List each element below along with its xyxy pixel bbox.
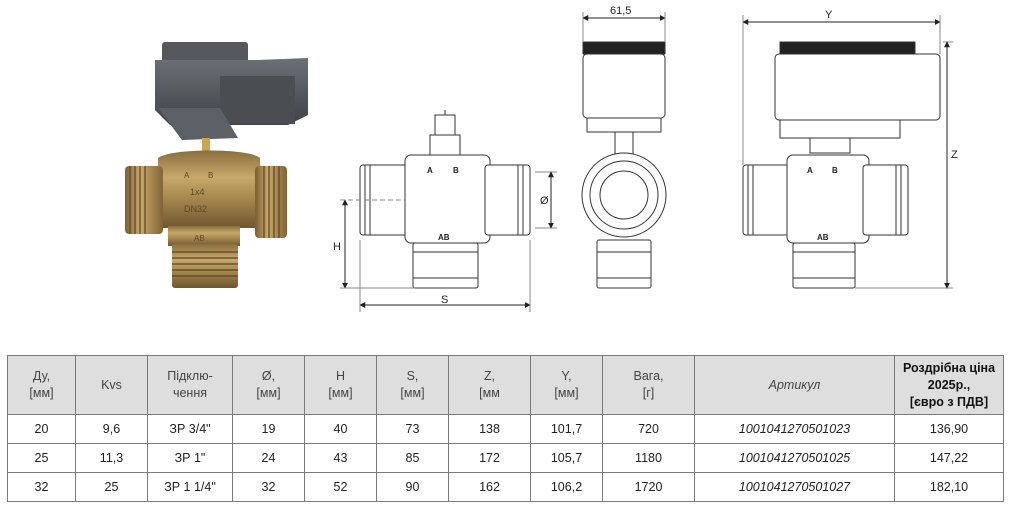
dim-front-width-label: 61,5	[610, 5, 631, 17]
dim-overall-width-label: Y	[825, 9, 833, 21]
table-row: 32 25 ЗР 1 1/4" 32 52 90 162 106,2 1720 …	[7, 472, 1004, 502]
dim-height-label: H	[333, 241, 341, 253]
actuator-cap	[162, 42, 248, 64]
photo-port-ab: AB	[194, 234, 205, 243]
dim-overall-height-label: Z	[951, 149, 958, 161]
spec-table: Ду,[мм] Kvs Підклю-чення Ø,[мм] H[мм] S,…	[7, 355, 1004, 502]
side-port-a: A	[427, 166, 433, 175]
header-kvs: Kvs	[75, 355, 148, 415]
technical-drawings: A B AB H S Ø	[333, 5, 958, 312]
valve-body	[158, 150, 262, 228]
photo-port-a: A	[184, 171, 190, 180]
header-s: S,[мм]	[376, 355, 449, 415]
illustration-area: A B 1x4 DN32 AB A	[125, 5, 958, 312]
full-port-a: A	[807, 166, 813, 175]
photo-body-marking: 1x4	[190, 187, 205, 197]
header-price: Роздрібна ціна 2025р.,[євро з ПДВ]	[894, 355, 1004, 415]
header-diameter: Ø,[мм]	[232, 355, 305, 415]
side-port-ab: AB	[438, 233, 450, 242]
dim-diameter-label: Ø	[540, 195, 549, 207]
header-article: Артикул	[694, 355, 895, 415]
header-weight: Вага,[г]	[602, 355, 695, 415]
header-h: H[мм]	[304, 355, 377, 415]
dim-length-label: S	[441, 294, 448, 306]
header-z: Z,[мм	[448, 355, 531, 415]
photo-body-model: DN32	[184, 204, 207, 214]
header-connection: Підклю-чення	[147, 355, 233, 415]
table-header-row: Ду,[мм] Kvs Підклю-чення Ø,[мм] H[мм] S,…	[7, 355, 1004, 415]
header-y: Y,[мм]	[530, 355, 603, 415]
photo-port-b: B	[208, 171, 213, 180]
table-row: 20 9,6 ЗР 3/4" 19 40 73 138 101,7 720 10…	[7, 414, 1004, 444]
side-port-b: B	[453, 166, 459, 175]
table-row: 25 11,3 ЗР 1" 24 43 85 172 105,7 1180 10…	[7, 443, 1004, 473]
full-port-b: B	[832, 166, 838, 175]
valve-photo: A B 1x4 DN32 AB	[125, 42, 308, 288]
front-view-drawing	[581, 41, 667, 289]
header-dn: Ду,[мм]	[7, 355, 76, 415]
side-view-drawing	[359, 110, 531, 289]
full-view-drawing	[742, 41, 941, 289]
full-port-ab: AB	[817, 233, 829, 242]
